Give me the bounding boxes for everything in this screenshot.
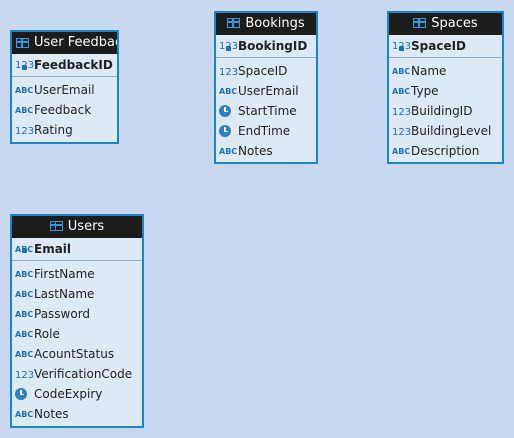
entity-bookings[interactable]: Bookings 123BookingID 123SpaceID ABCUser… [214,11,318,164]
column-name: SpaceID [411,39,467,53]
column-row[interactable]: 123Rating [12,120,117,140]
text-type-icon: ABC [392,67,411,76]
column-name: Email [34,242,72,256]
column-name: Notes [238,144,273,158]
column-row[interactable]: ABCDescription [389,141,502,161]
column-row[interactable]: ABCFeedback [12,100,117,120]
text-type-icon: ABC [219,147,238,156]
text-type-icon: ABC [392,87,411,96]
primary-key-row[interactable]: ABCEmail [12,238,142,261]
column-name: Notes [34,407,69,421]
column-name: SpaceID [238,64,288,78]
column-row[interactable]: ABCUserEmail [12,80,117,100]
table-icon [227,18,241,28]
column-name: UserEmail [34,83,95,97]
column-row[interactable]: ABCUserEmail [216,81,316,101]
column-name: Name [411,64,447,78]
column-row[interactable]: ABCPassword [12,304,142,324]
column-row[interactable]: ABCNotes [12,404,142,424]
column-row[interactable]: 123BuildingID [389,101,502,121]
column-name: BuildingID [411,104,473,118]
text-type-icon: ABC [15,310,34,319]
column-row[interactable]: ABCFirstName [12,264,142,284]
table-icon [413,18,427,28]
numeric-key-icon: 123 [219,36,238,58]
column-name: LastName [34,287,95,301]
column-name: BuildingLevel [411,124,492,138]
text-type-icon: ABC [15,350,34,359]
entity-user-feedback[interactable]: User Feedback 123FeedbackID ABCUserEmail… [10,30,119,144]
numeric-type-icon: 123 [392,107,412,118]
column-name: FirstName [34,267,95,281]
column-row[interactable]: EndTime [216,121,316,141]
column-row[interactable]: ABCAcountStatus [12,344,142,364]
entity-title: Users [67,219,105,234]
column-row[interactable]: ABCName [389,61,502,81]
entity-header[interactable]: User Feedback [12,32,117,54]
entity-spaces[interactable]: Spaces 123SpaceID ABCName ABCType 123Bui… [387,11,504,164]
primary-key-row[interactable]: 123SpaceID [389,35,502,58]
column-row[interactable]: CodeExpiry [12,384,142,404]
text-key-icon: ABC [15,239,33,261]
text-type-icon: ABC [15,106,34,115]
column-row[interactable]: ABCLastName [12,284,142,304]
column-name: Feedback [34,103,92,117]
entity-header[interactable]: Bookings [216,13,316,35]
primary-key-row[interactable]: 123BookingID [216,35,316,58]
column-name: AcountStatus [34,347,115,361]
clock-icon [15,388,27,400]
text-type-icon: ABC [15,270,34,279]
numeric-type-icon: 123 [15,126,35,137]
column-name: Description [411,144,480,158]
column-name: EndTime [238,124,291,138]
numeric-key-icon: 123 [15,55,34,77]
column-name: BookingID [238,39,308,53]
table-icon [16,38,29,48]
entity-title: Spaces [431,16,478,31]
column-row[interactable]: ABCType [389,81,502,101]
entity-users[interactable]: Users ABCEmail ABCFirstName ABCLastName … [10,214,144,428]
entity-title: User Feedback [34,35,117,50]
column-row[interactable]: 123VerificationCode [12,364,142,384]
column-row[interactable]: StartTime [216,101,316,121]
text-type-icon: ABC [392,147,411,156]
numeric-type-icon: 123 [219,67,239,78]
text-type-icon: ABC [219,87,238,96]
column-row[interactable]: ABCRole [12,324,142,344]
clock-icon [219,105,231,117]
column-name: Password [34,307,91,321]
entity-header[interactable]: Users [12,216,142,238]
column-name: Role [34,327,60,341]
column-row[interactable]: 123BuildingLevel [389,121,502,141]
column-name: Rating [34,123,73,137]
primary-key-row[interactable]: 123FeedbackID [12,54,117,77]
column-name: Type [411,84,439,98]
text-type-icon: ABC [15,410,34,419]
column-name: StartTime [238,104,297,118]
column-name: CodeExpiry [34,387,103,401]
entity-title: Bookings [245,16,305,31]
entity-header[interactable]: Spaces [389,13,502,35]
numeric-type-icon: 123 [15,370,35,381]
clock-icon [219,125,231,137]
column-row[interactable]: 123SpaceID [216,61,316,81]
numeric-type-icon: 123 [392,127,412,138]
numeric-key-icon: 123 [392,36,411,58]
table-icon [49,221,63,231]
column-row[interactable]: ABCNotes [216,141,316,161]
column-name: VerificationCode [34,367,133,381]
text-type-icon: ABC [15,290,34,299]
text-type-icon: ABC [15,330,34,339]
column-name: UserEmail [238,84,299,98]
column-name: FeedbackID [34,58,113,72]
text-type-icon: ABC [15,86,34,95]
